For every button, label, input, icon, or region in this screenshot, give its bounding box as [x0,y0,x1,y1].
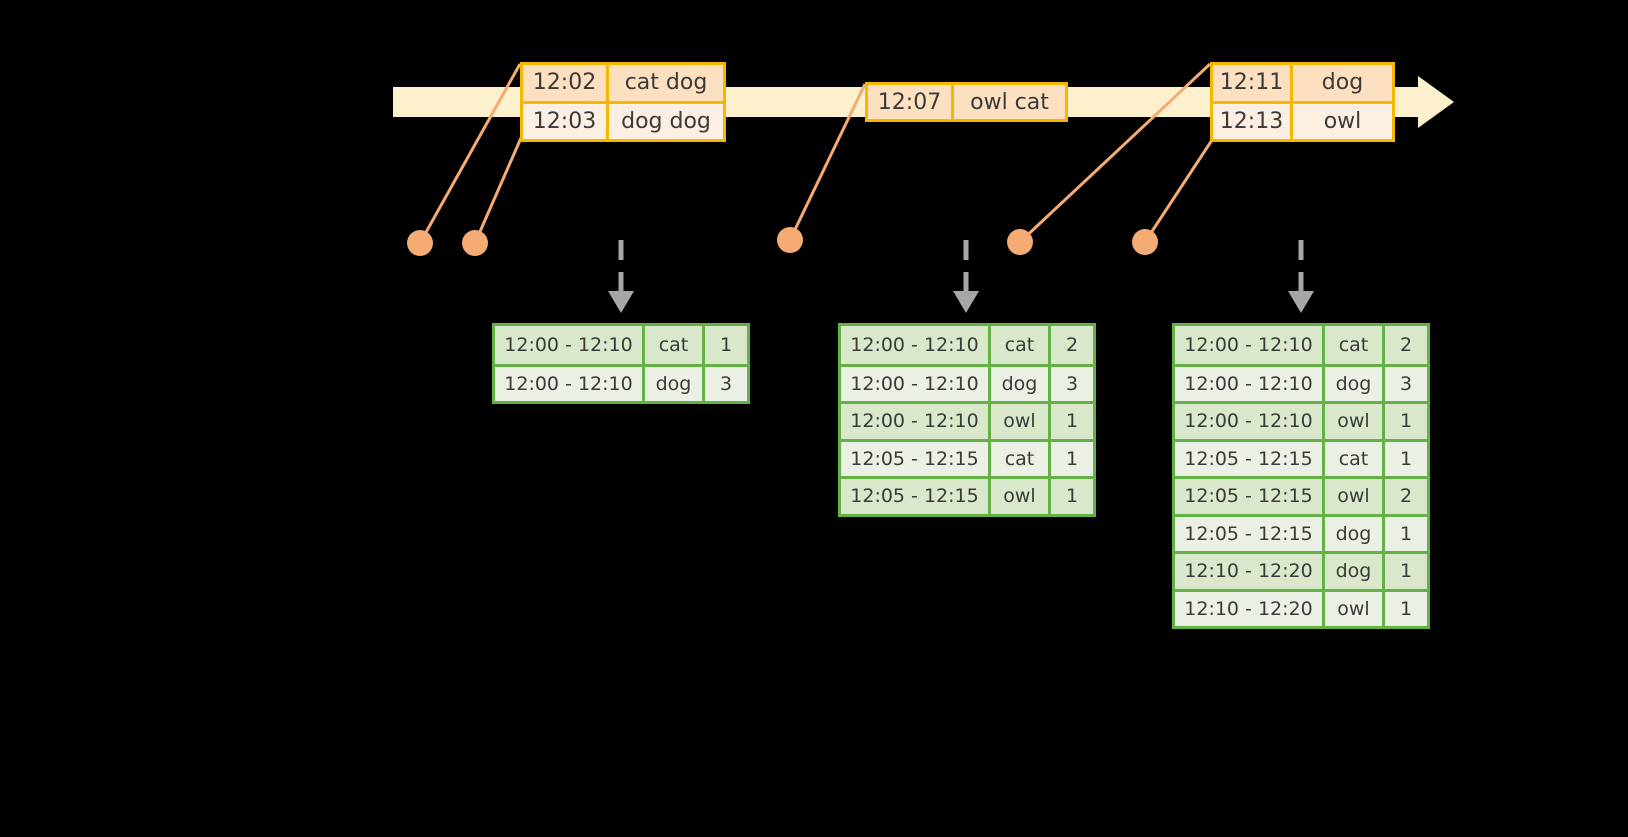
count-cell: 3 [719,372,733,395]
window-cell: 12:00 - 12:10 [841,326,991,364]
key-cell: dog [1325,554,1385,589]
event-row: 12:13 owl [1213,100,1392,139]
event-row: 12:07 owl cat [868,85,1065,119]
count-cell: 3 [1065,372,1079,395]
event-value: dog dog [621,108,711,134]
key-cell: owl [1325,404,1385,439]
flow-arrow-2 [953,240,979,313]
flow-arrow-1 [608,240,634,313]
timeline-arrowhead [1418,76,1454,128]
count-cell: 1 [1065,410,1079,433]
table-row: 12:00 - 12:10 dog 3 [1175,363,1427,401]
window-cell: 12:00 - 12:10 [1175,404,1325,439]
event-box-3[interactable]: 12:11 dog 12:13 owl [1210,62,1395,142]
result-table-2[interactable]: 12:00 - 12:10 cat 2 12:00 - 12:10 dog 3 … [838,323,1096,517]
count-cell: 1 [719,333,733,356]
event-time: 12:13 [1213,103,1293,139]
event-value: owl cat [970,89,1049,115]
result-table-3[interactable]: 12:00 - 12:10 cat 2 12:00 - 12:10 dog 3 … [1172,323,1430,629]
window-cell: 12:05 - 12:15 [1175,479,1325,514]
table-row: 12:05 - 12:15 cat 1 [1175,438,1427,476]
count-cell: 2 [1065,333,1079,356]
event-time: 12:03 [523,103,609,139]
key-cell: dog [645,366,705,401]
table-row: 12:00 - 12:10 cat 2 [841,326,1093,364]
event-value: owl [1323,108,1362,134]
table-row: 12:05 - 12:15 owl 2 [1175,476,1427,514]
count-cell: 2 [1399,485,1413,508]
key-cell: dog [1325,366,1385,401]
window-cell: 12:00 - 12:10 [495,326,645,364]
event-row: 12:02 cat dog [523,65,723,101]
count-cell: 1 [1399,410,1413,433]
key-cell: cat [1325,326,1385,364]
window-cell: 12:00 - 12:10 [841,366,991,401]
event-box-2[interactable]: 12:07 owl cat [865,82,1068,122]
count-cell: 1 [1065,447,1079,470]
window-cell: 12:05 - 12:15 [1175,441,1325,476]
key-cell: cat [1325,441,1385,476]
window-cell: 12:00 - 12:10 [495,366,645,401]
window-cell: 12:05 - 12:15 [1175,516,1325,551]
event-dot [1007,229,1033,255]
connector-line [1143,139,1214,243]
count-cell: 1 [1399,560,1413,583]
table-row: 12:10 - 12:20 dog 1 [1175,551,1427,589]
table-row: 12:00 - 12:10 owl 1 [841,401,1093,439]
window-cell: 12:00 - 12:10 [841,404,991,439]
key-cell: dog [1325,516,1385,551]
table-row: 12:10 - 12:20 owl 1 [1175,588,1427,626]
connector-line [473,137,523,244]
event-row: 12:11 dog [1213,65,1392,101]
key-cell: owl [1325,591,1385,626]
event-value: dog [1321,70,1364,96]
table-row: 12:05 - 12:15 owl 1 [841,476,1093,514]
window-cell: 12:05 - 12:15 [841,479,991,514]
key-cell: cat [645,326,705,364]
table-row: 12:05 - 12:15 cat 1 [841,438,1093,476]
window-cell: 12:05 - 12:15 [841,441,991,476]
window-cell: 12:00 - 12:10 [1175,366,1325,401]
table-row: 12:00 - 12:10 cat 1 [495,326,747,364]
window-cell: 12:10 - 12:20 [1175,554,1325,589]
event-dot [407,230,433,256]
window-cell: 12:10 - 12:20 [1175,591,1325,626]
event-time: 12:02 [523,65,609,101]
key-cell: cat [991,441,1051,476]
event-dot [1132,229,1158,255]
table-row: 12:00 - 12:10 dog 3 [495,363,747,401]
table-row: 12:00 - 12:10 dog 3 [841,363,1093,401]
count-cell: 1 [1065,485,1079,508]
flow-arrow-3 [1288,240,1314,313]
table-row: 12:00 - 12:10 owl 1 [1175,401,1427,439]
key-cell: owl [991,404,1051,439]
event-dot [777,227,803,253]
event-box-1[interactable]: 12:02 cat dog 12:03 dog dog [520,62,726,142]
key-cell: dog [991,366,1051,401]
event-row: 12:03 dog dog [523,100,723,139]
event-dot [462,230,488,256]
window-cell: 12:00 - 12:10 [1175,326,1325,364]
count-cell: 1 [1399,522,1413,545]
count-cell: 3 [1399,372,1413,395]
key-cell: owl [1325,479,1385,514]
count-cell: 2 [1399,333,1413,356]
event-time: 12:07 [868,85,954,119]
result-table-1[interactable]: 12:00 - 12:10 cat 1 12:00 - 12:10 dog 3 [492,323,750,404]
count-cell: 1 [1399,447,1413,470]
count-cell: 1 [1399,597,1413,620]
table-row: 12:00 - 12:10 cat 2 [1175,326,1427,364]
event-time: 12:11 [1213,65,1293,101]
key-cell: owl [991,479,1051,514]
table-row: 12:05 - 12:15 dog 1 [1175,513,1427,551]
event-value: cat dog [624,70,708,96]
key-cell: cat [991,326,1051,364]
